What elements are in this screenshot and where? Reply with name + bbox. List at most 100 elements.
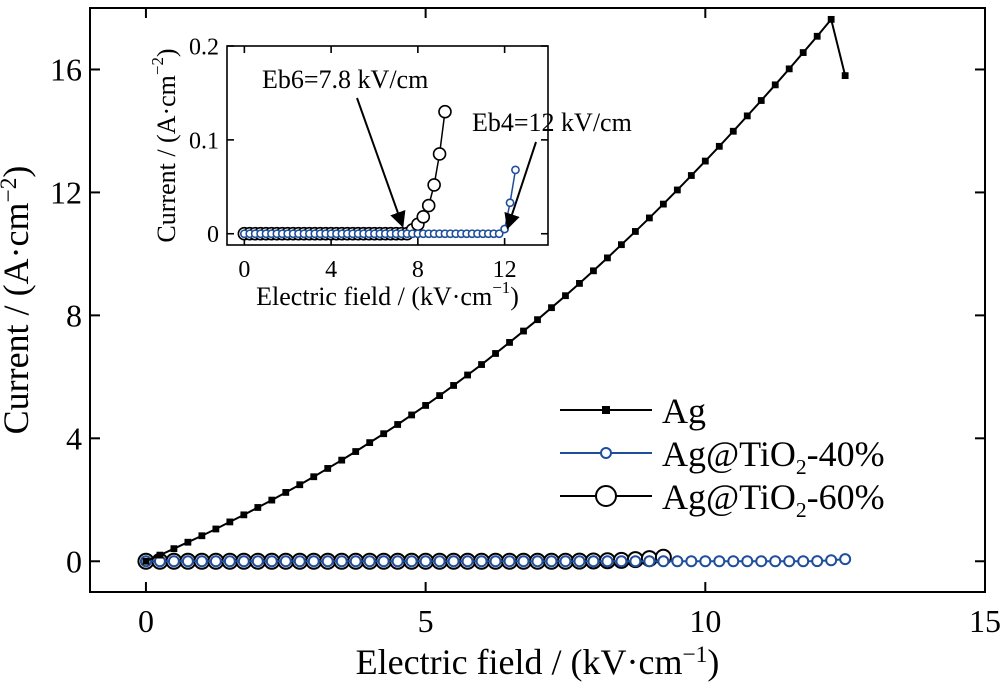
main-point-ag-tio2-40: [699, 555, 712, 568]
main-point-ag: [226, 518, 234, 526]
main-point-ag-tio2-40: [545, 555, 558, 568]
main-point-ag: [631, 228, 639, 235]
main-point-ag-tio2-40: [685, 555, 698, 568]
legend-marker: [600, 447, 612, 459]
main-point-ag-tio2-40: [811, 555, 824, 568]
annotation-eb4-arrow: [504, 141, 537, 230]
main-point-ag: [604, 254, 611, 262]
main-point-ag-tio2-40: [741, 555, 754, 568]
legend-label: Ag@TiO2-60%: [662, 477, 885, 522]
main-point-ag: [645, 214, 653, 222]
main-point-ag-tio2-40: [475, 555, 488, 568]
main-point-ag: [436, 392, 444, 399]
inset-point-ag-tio2-40: [505, 198, 515, 208]
main-point-ag: [701, 157, 709, 165]
main-point-ag-tio2-40: [727, 555, 740, 568]
main-point-ag-tio2-40: [657, 555, 670, 568]
inset-ytick-label: 0.1: [189, 128, 219, 154]
main-point-ag-tio2-40: [433, 555, 446, 568]
main-point-ag: [576, 280, 583, 287]
main-point-ag: [715, 142, 723, 150]
main-point-ag-tio2-40: [615, 555, 628, 568]
main-point-ag-tio2-40: [377, 555, 390, 568]
main-point-ag: [394, 421, 402, 428]
inset-point-ag-tio2-60: [432, 147, 447, 161]
main-point-ag: [687, 172, 695, 179]
annotation-eb6-arrow: [356, 97, 406, 228]
inset-xtick-label: 12: [493, 257, 517, 283]
main-point-ag: [282, 489, 290, 496]
main-point-ag-tio2-40: [391, 555, 404, 568]
main-xtick-label: 10: [689, 603, 721, 639]
main-point-ag: [506, 339, 513, 346]
main-point-ag-tio2-40: [335, 555, 348, 568]
main-point-ag: [673, 186, 681, 194]
main-point-ag-tio2-40: [825, 554, 838, 567]
main-point-ag: [310, 473, 318, 481]
main-point-ag-tio2-40: [293, 555, 306, 568]
main-point-ag-tio2-40: [671, 555, 684, 568]
main-point-ag-tio2-40: [783, 555, 796, 568]
main-point-ag: [757, 97, 765, 104]
main-ytick-label: 12: [50, 175, 82, 211]
annotation-eb6-label: Eb6=7.8 kV/cm: [262, 65, 428, 94]
main-point-ag: [618, 241, 625, 249]
main-point-ag: [659, 200, 667, 208]
main-point-ag: [408, 411, 416, 419]
main-point-ag-tio2-40: [265, 555, 278, 568]
main-point-ag-tio2-40: [195, 555, 208, 568]
main-point-ag-tio2-40: [643, 555, 656, 568]
main-ytick-label: 4: [66, 421, 82, 457]
main-point-ag-tio2-40: [531, 555, 544, 568]
main-point-ag-tio2-40: [209, 555, 222, 568]
legend-marker: [595, 485, 617, 507]
main-point-ag-tio2-40: [363, 555, 376, 568]
main-point-ag: [254, 504, 262, 511]
main-point-ag: [198, 532, 206, 540]
main-point-ag-tio2-40: [419, 555, 432, 568]
main-point-ag: [184, 538, 192, 546]
main-point-ag-tio2-40: [251, 555, 264, 568]
main-point-ag-tio2-40: [307, 555, 320, 568]
main-point-ag-tio2-40: [629, 555, 642, 568]
main-point-ag: [771, 81, 779, 89]
main-point-ag-tio2-40: [713, 555, 726, 568]
main-xtick-label: 5: [418, 603, 434, 639]
main-point-ag: [799, 49, 807, 56]
main-point-ag: [450, 382, 457, 389]
legend-label: Ag: [662, 391, 706, 431]
main-point-ag-tio2-40: [559, 555, 572, 568]
main-point-ag-tio2-40: [573, 555, 586, 568]
main-point-ag-tio2-40: [349, 555, 362, 568]
main-point-ag-tio2-40: [517, 555, 530, 568]
main-point-ag-tio2-40: [601, 555, 614, 568]
main-xtick-label: 0: [138, 603, 154, 639]
inset-ytick-label: 0.2: [189, 34, 219, 60]
main-point-ag-tio2-40: [167, 555, 180, 568]
main-xtick-label: 15: [969, 603, 1000, 639]
main-point-ag-tio2-40: [839, 553, 852, 566]
inset-xtick-label: 4: [325, 257, 337, 283]
main-ytick-label: 8: [66, 298, 82, 334]
main-point-ag: [268, 496, 276, 504]
main-point-ag-tio2-40: [405, 555, 418, 568]
main-point-ag: [366, 439, 374, 447]
main-point-ag: [464, 371, 471, 379]
main-point-ag: [338, 456, 346, 464]
main-point-ag: [142, 557, 150, 565]
main-point-ag: [422, 402, 430, 409]
main-point-ag-tio2-40: [279, 555, 292, 568]
main-point-ag: [156, 551, 164, 559]
main-point-ag: [590, 267, 597, 275]
inset-point-ag-tio2-40: [511, 165, 520, 175]
main-ytick-label: 16: [50, 52, 82, 88]
main-point-ag-tio2-40: [461, 555, 474, 568]
main-point-ag-tio2-40: [755, 555, 768, 568]
main-point-ag: [240, 511, 248, 519]
inset-y-axis-label: Current / (A·cm−2): [148, 48, 181, 242]
main-point-ag: [296, 481, 304, 489]
inset-xtick-label: 0: [238, 257, 250, 283]
